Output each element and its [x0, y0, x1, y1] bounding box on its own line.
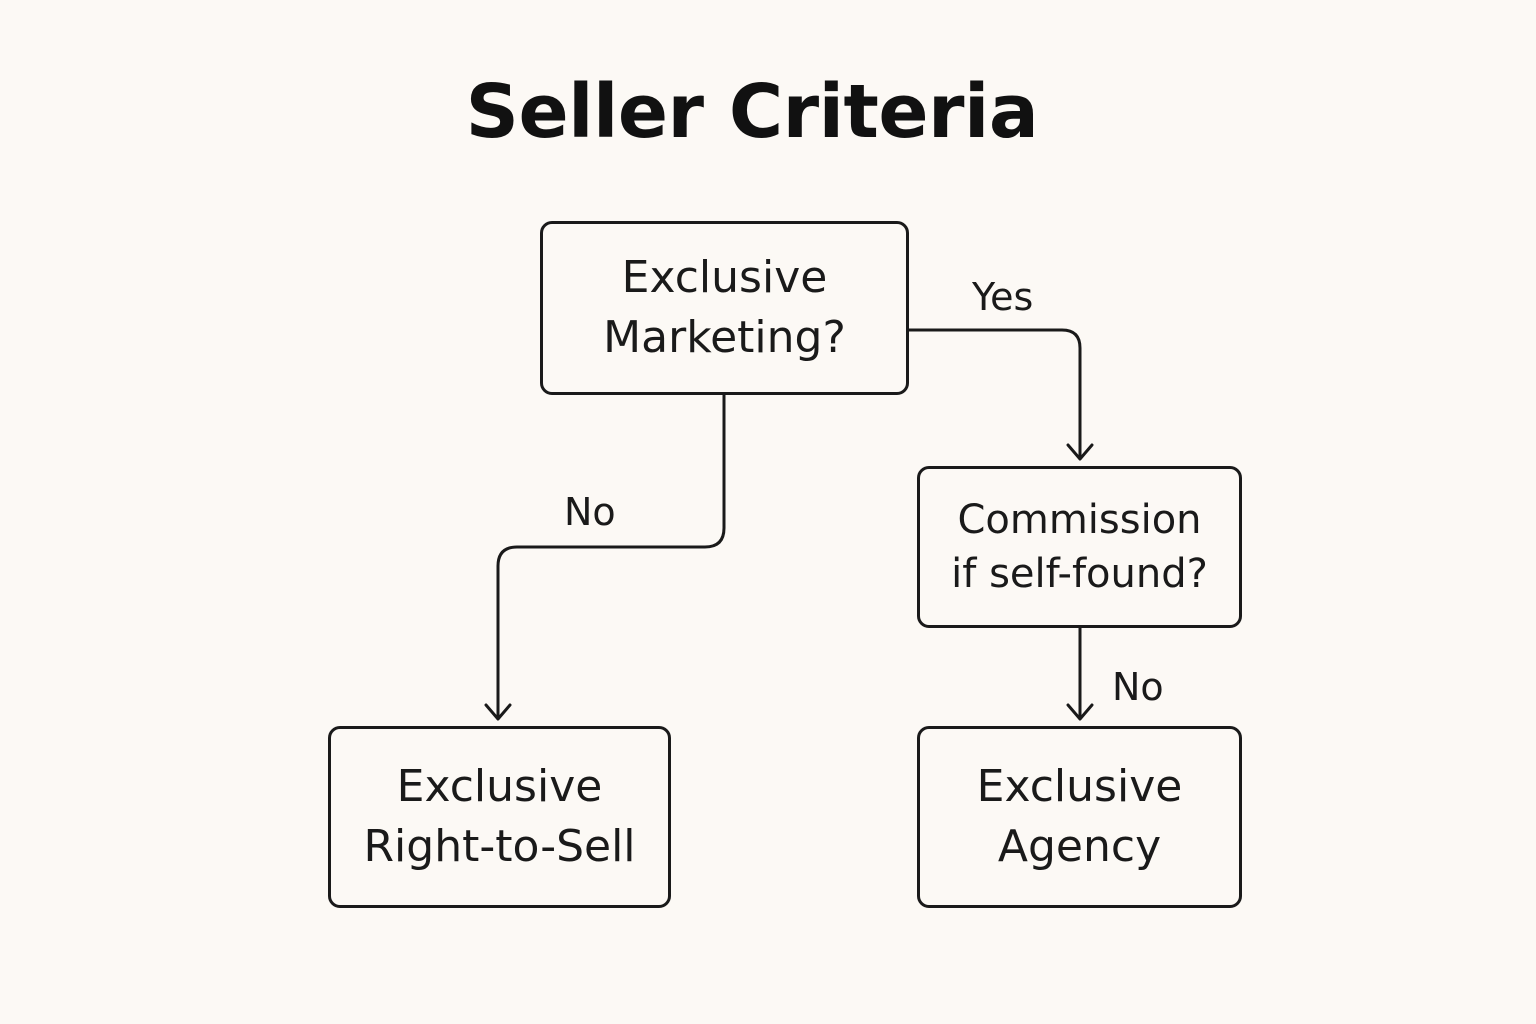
- node-exclusive-right-to-sell: Exclusive Right-to-Sell: [328, 726, 671, 908]
- edge-label-yes: Yes: [972, 275, 1034, 319]
- node-commission-self-found-line1: Commission: [957, 497, 1202, 543]
- node-commission-self-found: Commission if self-found?: [917, 466, 1242, 628]
- arrowhead-marketing-yes: [1066, 443, 1094, 461]
- node-exclusive-right-to-sell-line1: Exclusive: [396, 761, 603, 812]
- node-exclusive-right-to-sell-line2: Right-to-Sell: [363, 821, 636, 872]
- edge-label-no-left: No: [564, 490, 616, 534]
- node-exclusive-agency: Exclusive Agency: [917, 726, 1242, 908]
- edge-label-no-right: No: [1112, 665, 1164, 709]
- node-exclusive-marketing-line2: Marketing?: [603, 312, 846, 363]
- node-commission-self-found-line2: if self-found?: [951, 551, 1208, 597]
- diagram-title: Seller Criteria: [465, 69, 1039, 155]
- node-exclusive-agency-line2: Agency: [997, 821, 1162, 872]
- node-exclusive-marketing: Exclusive Marketing?: [540, 221, 909, 395]
- connector-marketing-no: [496, 392, 726, 720]
- arrowhead-marketing-no: [484, 703, 512, 721]
- connector-marketing-yes: [906, 328, 1082, 460]
- node-exclusive-agency-line1: Exclusive: [976, 761, 1183, 812]
- arrowhead-commission-no: [1066, 703, 1094, 721]
- node-exclusive-marketing-line1: Exclusive: [621, 252, 828, 303]
